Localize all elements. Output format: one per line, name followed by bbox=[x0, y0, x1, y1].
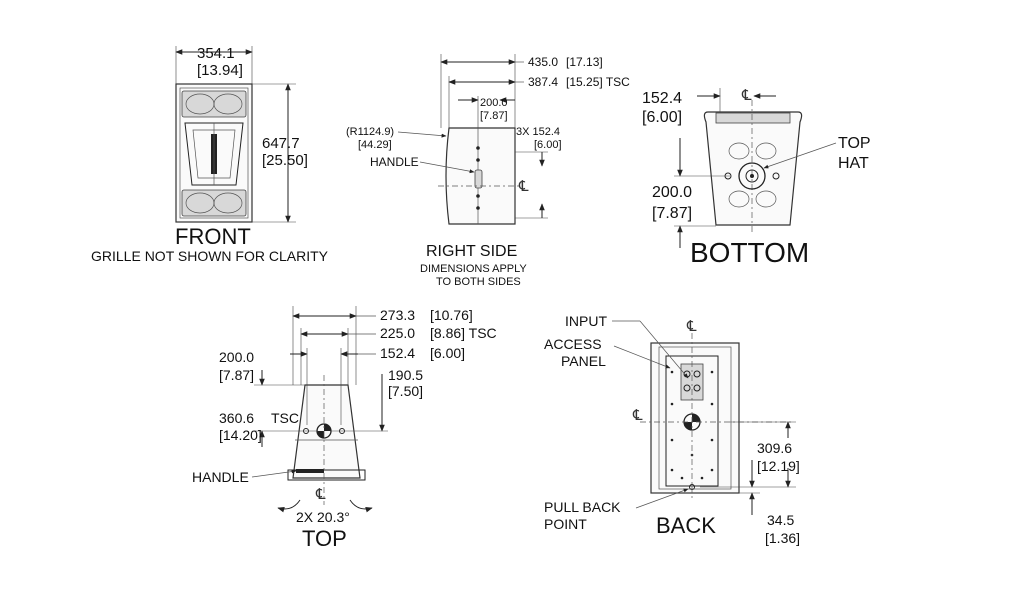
bottom-depth-mm: 200.0 bbox=[652, 184, 692, 201]
side-radius-mm: (R1124.9) bbox=[346, 126, 394, 138]
side-centerline: ℄ bbox=[518, 178, 529, 195]
front-view: 354.1 [13.94] 647.7 [25.50] FRONT GRILLE… bbox=[91, 45, 329, 264]
side-tsc-mm: 387.4 bbox=[528, 75, 558, 89]
side-center-mm: 200.0 bbox=[480, 97, 508, 109]
bottom-cabinet bbox=[703, 100, 803, 235]
front-height-in: [25.50] bbox=[262, 152, 308, 169]
right-side-view: 435.0 [17.13] 387.4 [15.25] TSC 200.0 [7… bbox=[346, 54, 630, 288]
side-spacing-mm: 3X 152.4 bbox=[516, 126, 560, 138]
bottom-spacing-mm: 152.4 bbox=[642, 90, 682, 107]
top-w3-mm: 152.4 bbox=[380, 345, 415, 361]
top-d1-mm: 200.0 bbox=[219, 349, 254, 365]
back-view: ℄ ℄ INPUT ACCESS PANEL 309.6 [12.19] 34.… bbox=[544, 313, 800, 546]
back-h1-mm: 309.6 bbox=[757, 440, 792, 456]
side-tsc-in: [15.25] TSC bbox=[566, 75, 630, 89]
side-note-2: TO BOTH SIDES bbox=[436, 276, 521, 288]
top-w3-in: [6.00] bbox=[430, 345, 465, 361]
back-centerline-top: ℄ bbox=[686, 318, 697, 335]
bottom-depth-in: [7.87] bbox=[652, 205, 692, 222]
front-height-mm: 647.7 bbox=[262, 135, 300, 152]
side-handle-label: HANDLE bbox=[370, 155, 419, 169]
side-depth-in: [17.13] bbox=[566, 55, 603, 69]
top-tsc-label: TSC bbox=[271, 410, 299, 426]
side-center-in: [7.87] bbox=[480, 110, 508, 122]
side-spacing-in: [6.00] bbox=[534, 139, 562, 151]
back-pull-1: PULL BACK bbox=[544, 499, 621, 515]
side-radius-in: [44.29] bbox=[358, 139, 392, 151]
top-angle: 2X 20.3° bbox=[296, 509, 350, 525]
top-d2-in: [7.50] bbox=[388, 383, 423, 399]
front-title: FRONT bbox=[175, 224, 251, 249]
bottom-title: BOTTOM bbox=[690, 237, 809, 268]
top-w2-in: [8.86] TSC bbox=[430, 325, 497, 341]
back-input-label: INPUT bbox=[565, 313, 607, 329]
top-cabinet bbox=[287, 375, 366, 505]
front-width-mm: 354.1 bbox=[197, 45, 235, 62]
back-h2-in: [1.36] bbox=[765, 530, 800, 546]
back-title: BACK bbox=[656, 513, 716, 538]
back-centerline-left: ℄ bbox=[632, 407, 643, 424]
bottom-centerline: ℄ bbox=[741, 87, 752, 104]
top-d2-mm: 190.5 bbox=[388, 367, 423, 383]
back-h2-mm: 34.5 bbox=[767, 512, 794, 528]
top-handle-label: HANDLE bbox=[192, 469, 249, 485]
side-cabinet bbox=[438, 127, 522, 225]
front-cabinet bbox=[175, 83, 253, 223]
top-title: TOP bbox=[302, 526, 347, 551]
bottom-view: ℄ 152.4 [6.00] 200.0 [7.87] TOP HAT BOTT… bbox=[642, 87, 871, 268]
top-w1-in: [10.76] bbox=[430, 307, 473, 323]
top-tsc-mm: 360.6 bbox=[219, 410, 254, 426]
front-width-in: [13.94] bbox=[197, 62, 243, 79]
front-note: GRILLE NOT SHOWN FOR CLARITY bbox=[91, 248, 329, 264]
back-pull-2: POINT bbox=[544, 516, 587, 532]
top-centerline: ℄ bbox=[315, 486, 326, 503]
tophat-label-1: TOP bbox=[838, 135, 871, 152]
back-h1-in: [12.19] bbox=[757, 458, 800, 474]
back-cabinet bbox=[640, 333, 792, 500]
top-d1-in: [7.87] bbox=[219, 367, 254, 383]
side-depth-mm: 435.0 bbox=[528, 55, 558, 69]
side-title: RIGHT SIDE bbox=[426, 243, 517, 260]
top-w1-mm: 273.3 bbox=[380, 307, 415, 323]
tophat-label-2: HAT bbox=[838, 155, 869, 172]
side-note-1: DIMENSIONS APPLY bbox=[420, 263, 527, 275]
back-access-1: ACCESS bbox=[544, 336, 602, 352]
top-tsc-in: [14.20] bbox=[219, 427, 262, 443]
bottom-spacing-in: [6.00] bbox=[642, 109, 682, 126]
top-w2-mm: 225.0 bbox=[380, 325, 415, 341]
back-access-2: PANEL bbox=[561, 353, 606, 369]
top-view: 273.3 [10.76] 225.0 [8.86] TSC 152.4 [6.… bbox=[192, 306, 497, 551]
